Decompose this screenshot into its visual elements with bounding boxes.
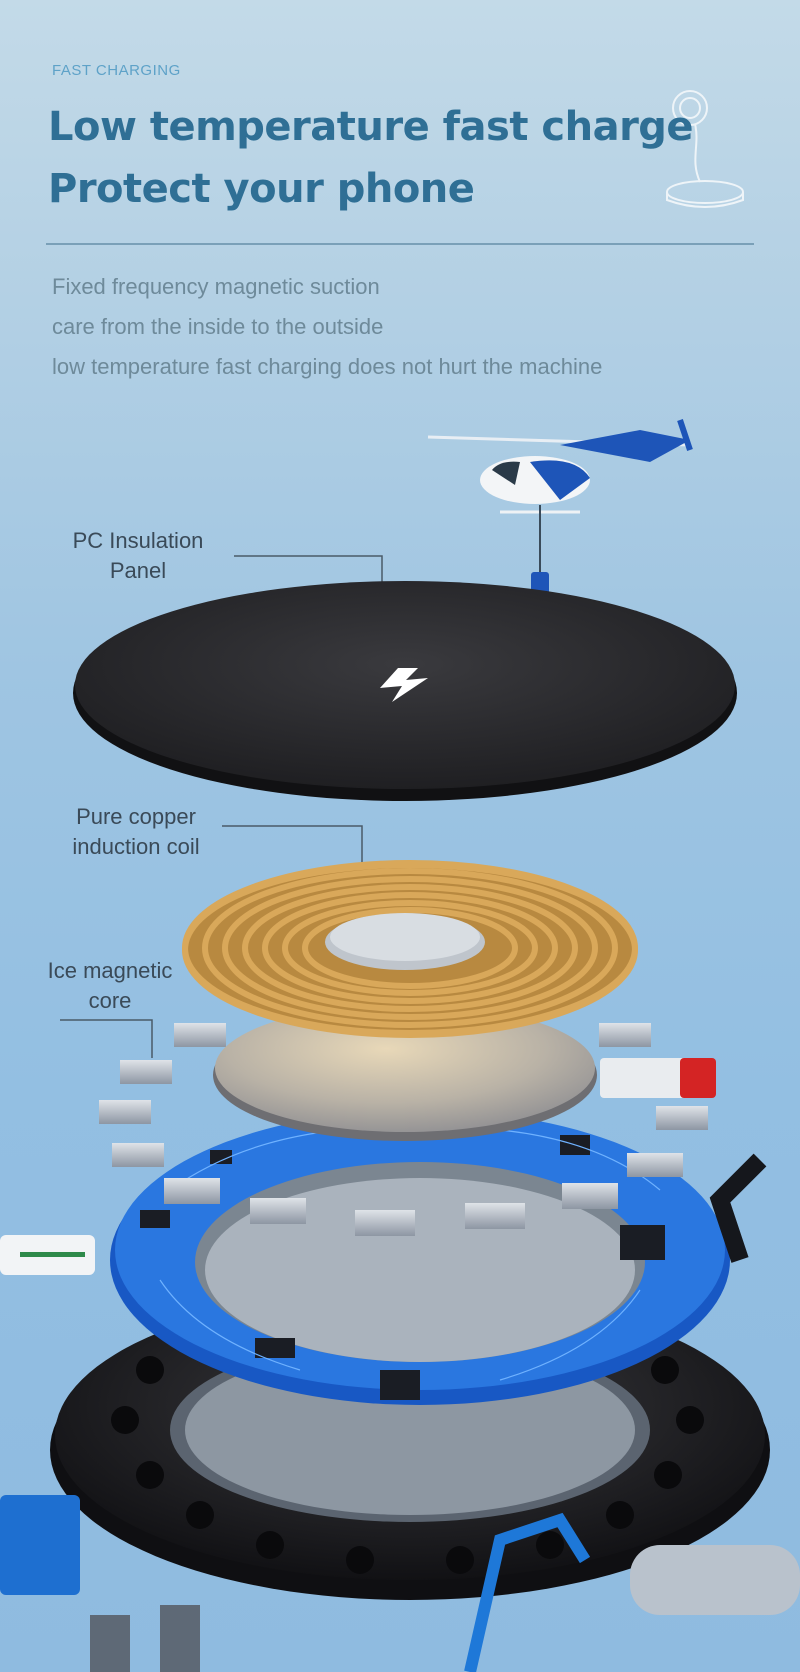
label-core-line-2: core (88, 988, 132, 1013)
label-coil-line-1: Pure copper (76, 804, 196, 829)
charger-stand-icon (666, 90, 744, 208)
label-panel-line-1: PC Insulation (72, 528, 204, 553)
headline-line-2: Protect your phone (48, 166, 475, 212)
headline-line-1: Low temperature fast charge (48, 104, 694, 150)
lightning-bolt-icon (380, 668, 428, 702)
label-coil-line-2: induction coil (72, 834, 200, 859)
decor-trucks (0, 1058, 800, 1672)
description-line-1: Fixed frequency magnetic suction (52, 274, 380, 299)
label-magnetic-core: Ice magnetic core (30, 956, 190, 1016)
label-core-line-1: Ice magnetic (47, 958, 173, 983)
description-line-3: low temperature fast charging does not h… (52, 354, 603, 379)
magnet-cylinders (99, 1023, 708, 1236)
magnetic-core-plate (213, 1004, 597, 1141)
helicopter-icon (427, 419, 693, 602)
description-line-2: care from the inside to the outside (52, 314, 384, 339)
eyebrow-label: FAST CHARGING (52, 62, 181, 79)
divider (46, 243, 754, 245)
coil-leader-line (222, 825, 363, 870)
core-leader-line (60, 1019, 153, 1058)
label-copper-coil: Pure copper induction coil (56, 802, 216, 862)
label-panel-line-2: Panel (109, 558, 167, 583)
label-pc-insulation-panel: PC Insulation Panel (58, 526, 218, 586)
